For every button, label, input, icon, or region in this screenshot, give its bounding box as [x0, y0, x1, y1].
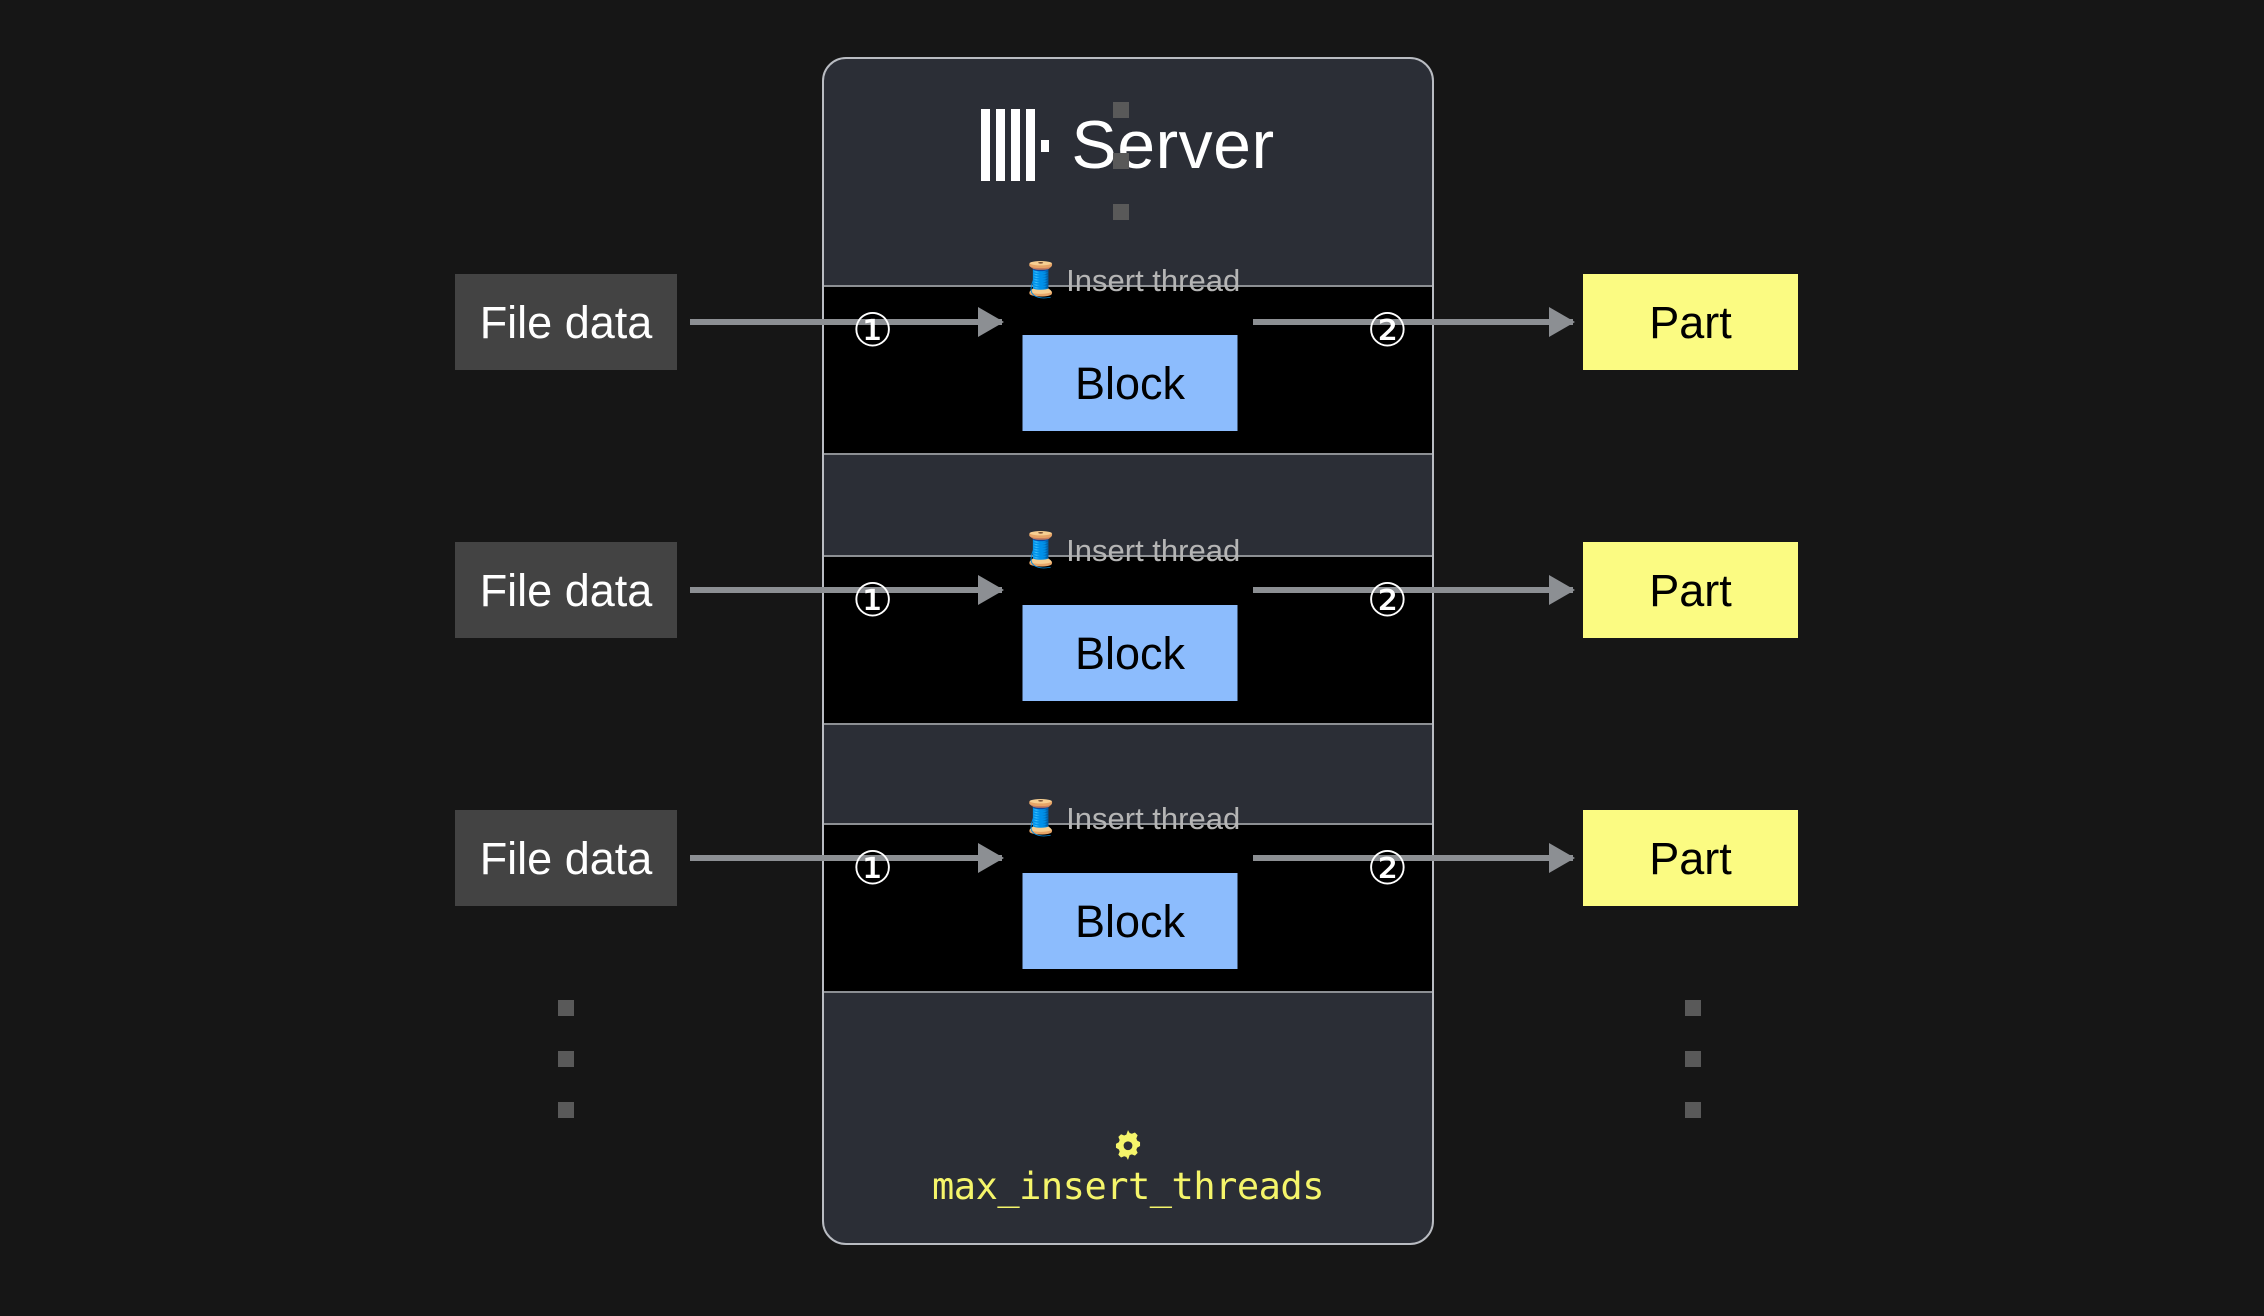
insert-thread-row-3: 🧵 Insert thread ① ② Block — [824, 801, 1432, 993]
setting-name-label: max_insert_threads — [932, 1165, 1324, 1208]
insert-thread-label-1: 🧵 Insert thread — [1020, 263, 1240, 297]
ellipsis-dot — [1113, 102, 1129, 118]
file-data-box-1: File data — [455, 274, 677, 370]
part-box-1: Part — [1583, 274, 1798, 370]
max-insert-threads-setting: max_insert_threads — [824, 1128, 1432, 1205]
ellipsis-left — [558, 1000, 574, 1118]
block-box-1: Block — [1022, 335, 1238, 431]
block-box-2: Block — [1022, 605, 1238, 701]
gear-icon — [1111, 1128, 1145, 1162]
step-number-in-1: ① — [852, 304, 894, 356]
ellipsis-dot — [1685, 1000, 1701, 1016]
ellipsis-dot — [1113, 153, 1129, 169]
arrow-file-to-block-3 — [690, 855, 1002, 861]
step-number-out-1: ② — [1366, 304, 1408, 356]
ellipsis-dot — [558, 1051, 574, 1067]
ellipsis-dot — [1685, 1102, 1701, 1118]
server-title: Server — [824, 109, 1432, 181]
insert-thread-text: Insert thread — [1066, 532, 1241, 568]
ellipsis-dot — [558, 1000, 574, 1016]
arrow-block-to-part-2 — [1253, 587, 1573, 593]
part-label: Part — [1649, 296, 1732, 348]
arrow-file-to-block-2 — [690, 587, 1002, 593]
clickhouse-logo-icon — [981, 109, 1050, 181]
arrow-block-to-part-3 — [1253, 855, 1573, 861]
part-label: Part — [1649, 832, 1732, 884]
file-data-label: File data — [479, 296, 653, 348]
insert-thread-label-2: 🧵 Insert thread — [1020, 533, 1240, 567]
part-box-3: Part — [1583, 810, 1798, 906]
file-data-label: File data — [479, 832, 653, 884]
block-box-3: Block — [1022, 873, 1238, 969]
insert-thread-row-1: 🧵 Insert thread ① ② Block — [824, 263, 1432, 455]
part-label: Part — [1649, 564, 1732, 616]
block-label: Block — [1074, 357, 1186, 409]
insert-thread-text: Insert thread — [1066, 800, 1241, 836]
insert-thread-row-2: 🧵 Insert thread ① ② Block — [824, 533, 1432, 725]
file-data-box-3: File data — [455, 810, 677, 906]
part-box-2: Part — [1583, 542, 1798, 638]
file-data-box-2: File data — [455, 542, 677, 638]
thread-spool-icon: 🧵 — [1019, 531, 1063, 569]
step-number-out-2: ② — [1366, 574, 1408, 626]
thread-spool-icon: 🧵 — [1019, 261, 1063, 299]
insert-thread-text: Insert thread — [1066, 262, 1241, 298]
server-title-label: Server — [1071, 107, 1275, 183]
step-number-in-3: ① — [852, 842, 894, 894]
thread-spool-icon: 🧵 — [1019, 799, 1063, 837]
insert-thread-label-3: 🧵 Insert thread — [1020, 801, 1240, 835]
ellipsis-middle — [1113, 102, 1129, 220]
arrow-file-to-block-1 — [690, 319, 1002, 325]
arrow-block-to-part-1 — [1253, 319, 1573, 325]
ellipsis-dot — [1113, 204, 1129, 220]
block-label: Block — [1074, 895, 1186, 947]
ellipsis-right — [1685, 1000, 1701, 1118]
ellipsis-dot — [1685, 1051, 1701, 1067]
ellipsis-dot — [558, 1102, 574, 1118]
server-panel: Server 🧵 Insert thread ① ② Block 🧵 Inser… — [822, 57, 1434, 1245]
step-number-in-2: ① — [852, 574, 894, 626]
block-label: Block — [1074, 627, 1186, 679]
file-data-label: File data — [479, 564, 653, 616]
step-number-out-3: ② — [1366, 842, 1408, 894]
